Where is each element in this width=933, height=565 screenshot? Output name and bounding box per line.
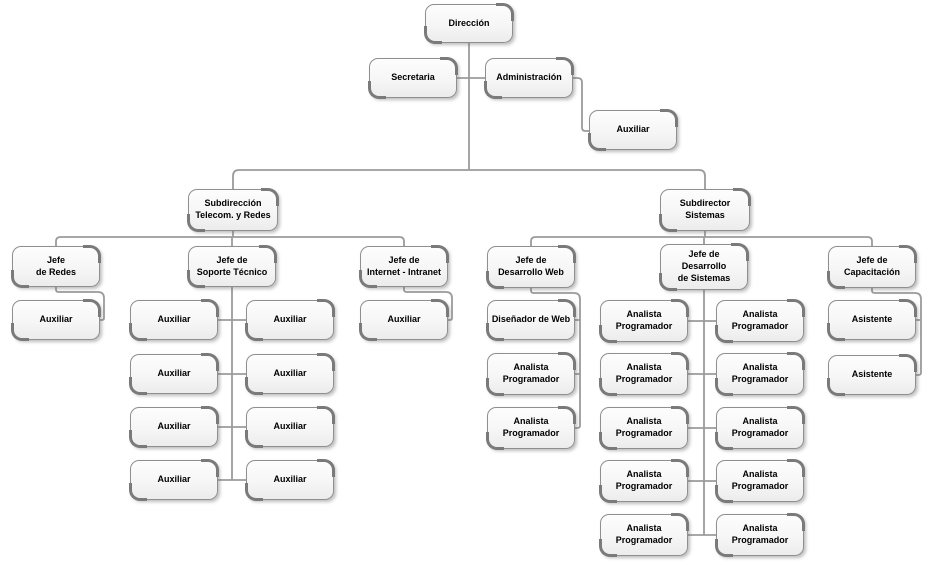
org-node-label-analista-sistemas-1: Analista Programador: [615, 309, 673, 331]
org-node-jefe-capacitacion: Jefe de Capacitación: [827, 245, 917, 289]
org-node-label-analista-sistemas-5: Analista Programador: [615, 416, 673, 438]
org-node-label-subdirector-sistemas: Subdirector Sistemas: [679, 198, 731, 220]
org-node-direccion: Dirección: [424, 3, 514, 44]
connector-redes-hook: [55, 287, 105, 321]
org-node-auxiliar-soporte-2: Auxiliar: [245, 299, 335, 341]
org-node-analista-sistemas-5: Analista Programador: [599, 406, 689, 450]
org-node-label-subdireccion-telecom: Subdirección Telecom. y Redes: [195, 198, 271, 220]
org-node-analista-sistemas-2: Analista Programador: [715, 299, 805, 343]
org-node-label-auxiliar-soporte-4: Auxiliar: [273, 368, 307, 379]
org-node-auxiliar-internet: Auxiliar: [359, 299, 449, 341]
org-node-jefe-desarrollo-web: Jefe de Desarrollo Web: [486, 245, 576, 289]
org-node-label-asistente-1: Asistente: [851, 314, 893, 325]
org-node-label-auxiliar-administracion: Auxiliar: [616, 124, 650, 135]
connector-level2-span: [232, 169, 706, 189]
org-node-label-analista-sistemas-3: Analista Programador: [615, 362, 673, 384]
org-node-label-auxiliar-soporte-1: Auxiliar: [157, 314, 191, 325]
org-node-label-jefe-desarrollo-sistemas: Jefe de Desarrollo de Sistemas: [677, 249, 731, 283]
org-node-label-administracion: Administración: [496, 72, 562, 83]
org-node-asistente-1: Asistente: [827, 299, 917, 341]
org-node-analista-web-1: Analista Programador: [486, 352, 576, 396]
org-node-label-analista-sistemas-9: Analista Programador: [615, 523, 673, 545]
org-node-label-auxiliar-soporte-5: Auxiliar: [157, 421, 191, 432]
org-node-label-analista-sistemas-10: Analista Programador: [731, 523, 789, 545]
org-node-label-auxiliar-soporte-7: Auxiliar: [157, 474, 191, 485]
org-node-administracion: Administración: [484, 57, 574, 99]
org-node-auxiliar-soporte-3: Auxiliar: [129, 353, 219, 395]
org-node-analista-sistemas-6: Analista Programador: [715, 406, 805, 450]
org-node-label-asistente-2: Asistente: [851, 369, 893, 380]
org-node-analista-sistemas-1: Analista Programador: [599, 299, 689, 343]
org-node-subdirector-sistemas: Subdirector Sistemas: [659, 188, 751, 232]
org-node-label-auxiliar-internet: Auxiliar: [387, 314, 421, 325]
org-node-jefe-desarrollo-sistemas: Jefe de Desarrollo de Sistemas: [659, 243, 749, 291]
connector-telecom-span: [55, 236, 405, 246]
org-node-analista-sistemas-4: Analista Programador: [715, 352, 805, 396]
org-node-label-disenador-web: Diseñador de Web: [491, 314, 571, 325]
org-node-auxiliar-soporte-6: Auxiliar: [245, 406, 335, 448]
org-node-auxiliar-soporte-7: Auxiliar: [129, 459, 219, 501]
org-node-analista-sistemas-10: Analista Programador: [715, 513, 805, 557]
org-node-auxiliar-administracion: Auxiliar: [588, 109, 678, 151]
org-node-analista-web-2: Analista Programador: [486, 406, 576, 450]
org-node-label-jefe-capacitacion: Jefe de Capacitación: [843, 255, 901, 277]
connector-web-hook: [530, 288, 581, 429]
connector-internet-hook: [403, 287, 453, 321]
org-node-jefe-internet: Jefe de Internet - Intranet: [359, 245, 449, 288]
org-node-auxiliar-soporte-1: Auxiliar: [129, 299, 219, 341]
org-node-label-analista-web-2: Analista Programador: [502, 416, 560, 438]
org-node-analista-sistemas-8: Analista Programador: [715, 459, 805, 503]
org-node-secretaria: Secretaria: [368, 57, 458, 99]
org-node-auxiliar-soporte-8: Auxiliar: [245, 459, 335, 501]
org-node-auxiliar-soporte-5: Auxiliar: [129, 406, 219, 448]
org-node-label-analista-sistemas-6: Analista Programador: [731, 416, 789, 438]
org-node-label-auxiliar-redes: Auxiliar: [39, 314, 73, 325]
org-node-label-jefe-redes: Jefe de Redes: [35, 254, 77, 277]
org-node-analista-sistemas-3: Analista Programador: [599, 352, 689, 396]
org-node-asistente-2: Asistente: [827, 354, 917, 396]
org-node-jefe-soporte: Jefe de Soporte Técnico: [187, 245, 277, 288]
org-node-subdireccion-telecom: Subdirección Telecom. y Redes: [187, 188, 279, 232]
connector-capacitacion-hook: [871, 288, 922, 376]
org-node-auxiliar-redes: Auxiliar: [11, 299, 101, 341]
org-node-label-secretaria: Secretaria: [391, 72, 435, 83]
org-node-label-jefe-soporte: Jefe de Soporte Técnico: [196, 254, 268, 277]
connector-sistemas-span: [530, 236, 873, 246]
org-node-label-auxiliar-soporte-3: Auxiliar: [157, 368, 191, 379]
org-node-jefe-redes: Jefe de Redes: [11, 245, 101, 288]
org-node-analista-sistemas-9: Analista Programador: [599, 513, 689, 557]
org-node-label-jefe-internet: Jefe de Internet - Intranet: [366, 254, 441, 277]
connector-admin-auxiliar-hook: [573, 77, 589, 132]
org-node-label-analista-sistemas-4: Analista Programador: [731, 362, 789, 384]
org-node-auxiliar-soporte-4: Auxiliar: [245, 353, 335, 395]
org-node-label-auxiliar-soporte-8: Auxiliar: [273, 474, 307, 485]
org-node-label-analista-sistemas-7: Analista Programador: [615, 469, 673, 491]
org-node-label-jefe-desarrollo-web: Jefe de Desarrollo Web: [498, 255, 564, 277]
org-node-label-direccion: Dirección: [448, 17, 490, 28]
org-node-analista-sistemas-7: Analista Programador: [599, 459, 689, 503]
org-node-disenador-web: Diseñador de Web: [486, 299, 576, 341]
org-node-label-auxiliar-soporte-2: Auxiliar: [273, 314, 307, 325]
org-node-label-analista-sistemas-2: Analista Programador: [731, 309, 789, 331]
org-node-label-auxiliar-soporte-6: Auxiliar: [273, 421, 307, 432]
org-node-label-analista-sistemas-8: Analista Programador: [731, 469, 789, 491]
org-node-label-analista-web-1: Analista Programador: [502, 362, 560, 384]
